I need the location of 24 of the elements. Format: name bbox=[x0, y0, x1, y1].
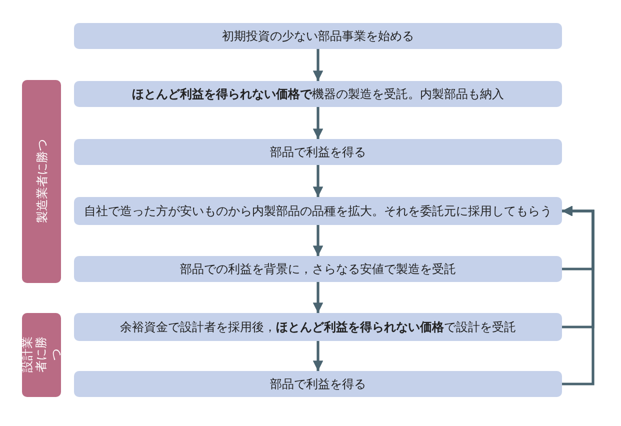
step-text: 余裕資金で設計者を採用後，ほとんど利益を得られない価格で設計を受託 bbox=[120, 318, 516, 336]
step-text: 初期投資の少ない部品事業を始める bbox=[222, 28, 414, 44]
arrow bbox=[562, 206, 594, 386]
step-text: 部品で利益を得る bbox=[270, 144, 366, 160]
process-box bbox=[74, 23, 562, 49]
process-box bbox=[74, 197, 562, 225]
step-text: 部品で利益を得る bbox=[270, 376, 366, 392]
process-box bbox=[74, 313, 562, 341]
phase-band bbox=[22, 80, 61, 283]
phase-label: 製造業者に勝つ bbox=[34, 140, 49, 224]
arrow bbox=[312, 225, 324, 256]
arrow bbox=[312, 165, 324, 197]
process-box bbox=[74, 81, 562, 107]
arrow bbox=[312, 282, 324, 313]
phase-band bbox=[22, 313, 61, 397]
process-box bbox=[74, 256, 562, 282]
process-box bbox=[74, 371, 562, 397]
process-box bbox=[74, 139, 562, 165]
arrow bbox=[312, 49, 324, 81]
step-text: ほとんど利益を得られない価格で機器の製造を受託。内製部品も納入 bbox=[132, 86, 504, 102]
arrow bbox=[312, 107, 324, 139]
step-text: 部品での利益を背景に，さらなる安値で製造を受託 bbox=[180, 260, 456, 278]
step-text: 自社で造った方が安いものから内製部品の品種を拡大。それを委託元に採用してもらう bbox=[84, 202, 552, 220]
arrow bbox=[312, 341, 324, 371]
